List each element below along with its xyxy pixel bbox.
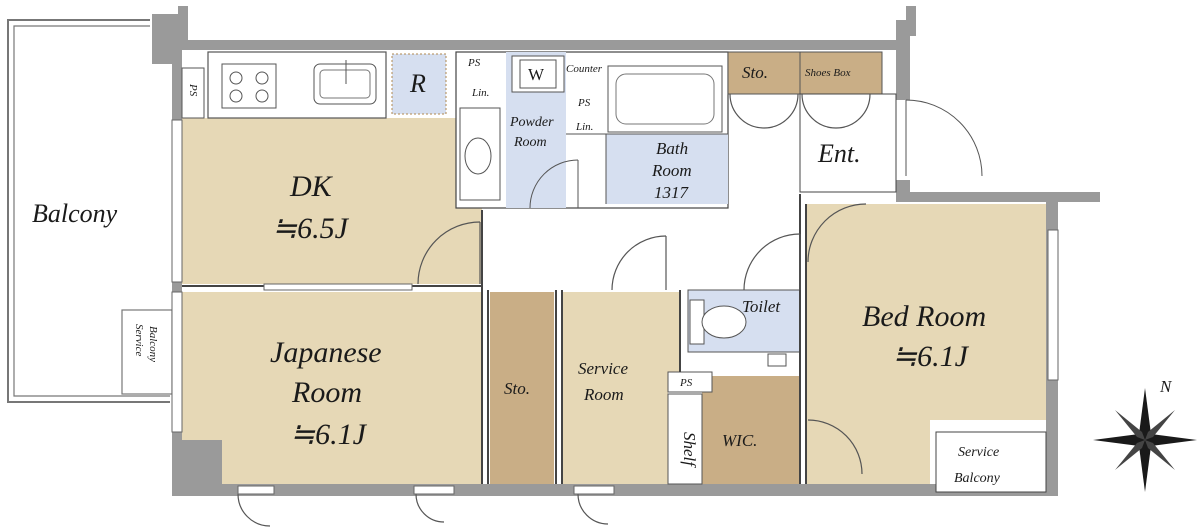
service-balcony-right-label-2: Balcony xyxy=(954,471,1001,486)
balcony-label: Balcony xyxy=(32,199,118,228)
wet-area xyxy=(455,51,729,209)
ps-label-2: PS xyxy=(577,97,591,109)
service-room-floor xyxy=(562,292,680,484)
bedroom-size: ≒6.1J xyxy=(892,340,970,373)
storage-top-label: Sto. xyxy=(742,63,768,82)
fridge-space xyxy=(391,53,447,115)
shelf xyxy=(667,393,703,485)
bedroom-floor xyxy=(806,204,1046,484)
service-room-label-2: Room xyxy=(583,385,624,404)
shoes-box xyxy=(799,51,883,95)
lin-label-1: Lin. xyxy=(471,87,489,99)
dk-floor xyxy=(182,118,482,284)
storage-mid-label: Sto. xyxy=(504,379,530,398)
japanese-room-name-2: Room xyxy=(291,376,362,409)
ps-box-wic xyxy=(667,371,713,393)
bedroom-name: Bed Room xyxy=(862,300,986,333)
japanese-room-size: ≒6.1J xyxy=(290,418,368,451)
service-balcony-right xyxy=(935,431,1047,493)
dk-size: ≒6.5J xyxy=(272,212,350,245)
compass-north-label: N xyxy=(1159,377,1173,396)
ps-label-4: PS xyxy=(187,83,199,97)
japanese-room-name-1: Japanese xyxy=(270,336,382,369)
windows xyxy=(171,119,1059,495)
counter-label: Counter xyxy=(566,63,603,75)
japanese-room-floor xyxy=(182,292,482,484)
service-room-label-1: Service xyxy=(578,359,628,378)
bath-room-label-2: Room xyxy=(651,161,692,180)
lin-label-2: Lin. xyxy=(575,121,593,133)
bath-room-label-1: Bath xyxy=(656,139,688,158)
powder-room-label-2: Room xyxy=(513,135,547,150)
wic-label: WIC. xyxy=(722,431,757,450)
balcony-area xyxy=(7,19,173,403)
kitchen-counter xyxy=(181,51,387,119)
service-balcony-left-label-1: Service xyxy=(133,324,145,356)
washer-label: W xyxy=(528,65,545,84)
toilet-label: Toilet xyxy=(742,297,781,316)
storage-mid xyxy=(490,292,554,484)
service-balcony-left-label-2: Balcony xyxy=(147,326,159,362)
powder-room-label-1: Powder xyxy=(509,115,554,130)
compass-icon xyxy=(1093,388,1197,492)
dk-name: DK xyxy=(289,170,334,203)
top-storage xyxy=(727,51,801,95)
door-swings xyxy=(237,93,871,527)
ps-label-1: PS xyxy=(467,57,481,69)
shoes-box-label: Shoes Box xyxy=(805,67,851,79)
wic-floor xyxy=(702,376,800,484)
shelf-label: Shelf xyxy=(680,432,699,468)
entrance-floor xyxy=(799,93,897,193)
service-balcony-right-label-1: Service xyxy=(958,445,999,460)
bath-room-label-3: 1317 xyxy=(654,183,690,202)
entrance-label: Ent. xyxy=(817,139,861,168)
fridge-label: R xyxy=(409,69,426,98)
ps-label-3: PS xyxy=(679,377,693,389)
